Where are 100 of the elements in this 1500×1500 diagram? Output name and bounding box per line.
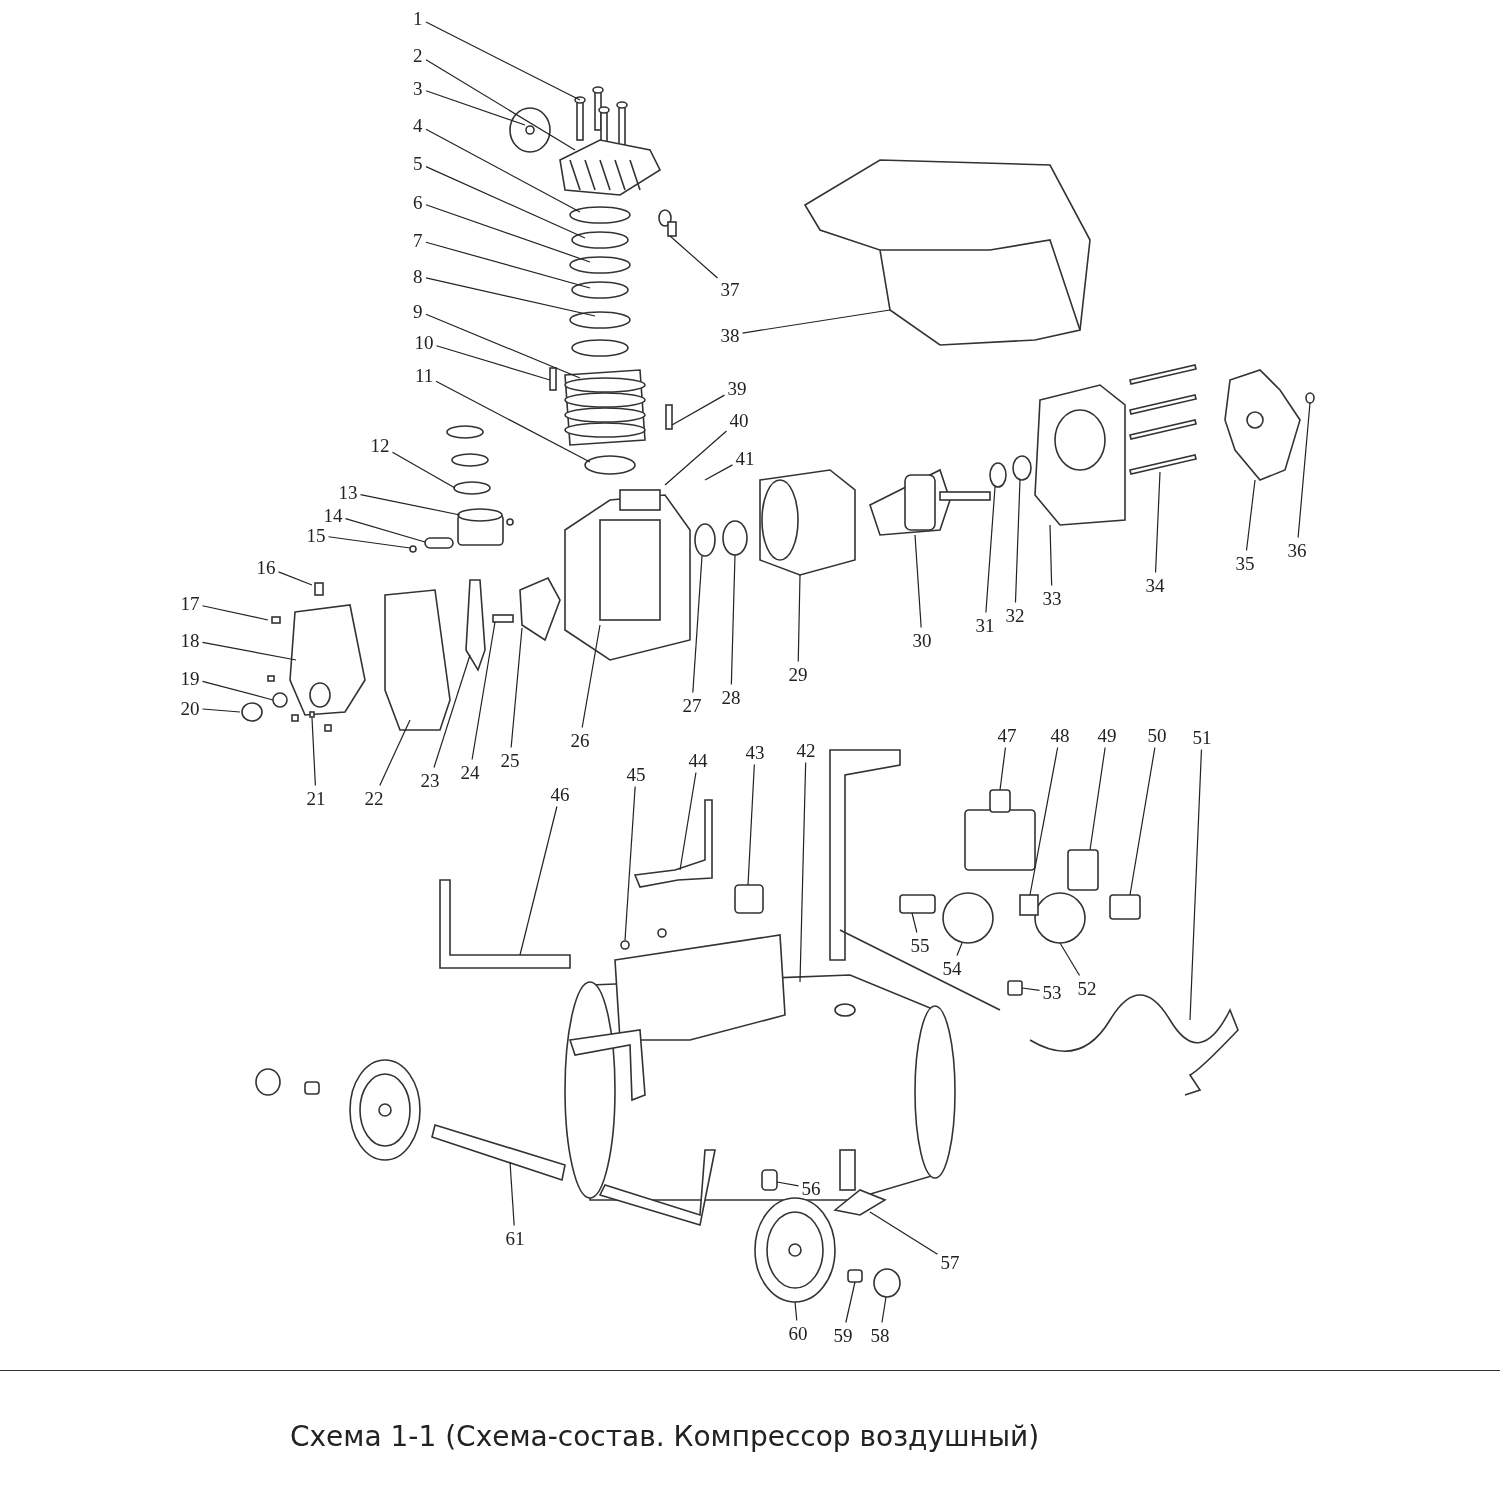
leader-line xyxy=(747,763,755,886)
callout-number: 39 xyxy=(726,377,748,399)
leader-line xyxy=(692,555,703,694)
callout-number: 14 xyxy=(322,504,344,526)
leader-line xyxy=(327,536,411,549)
leader-line xyxy=(311,717,316,787)
leader-line xyxy=(999,746,1006,791)
callout-number: 46 xyxy=(549,783,571,805)
leader-line xyxy=(425,241,591,289)
leader-line xyxy=(425,313,581,379)
leader-line xyxy=(1014,479,1021,604)
leader-line xyxy=(671,394,726,426)
leader-line xyxy=(794,1301,798,1322)
callout-number: 53 xyxy=(1041,981,1063,1003)
callout-number: 11 xyxy=(414,364,435,386)
leader-line xyxy=(201,680,274,701)
callout-number: 15 xyxy=(305,524,327,546)
leader-line xyxy=(519,805,558,956)
callout-number: 25 xyxy=(499,749,521,771)
callout-number: 47 xyxy=(996,724,1018,746)
leader-line xyxy=(985,486,996,614)
callout-number: 34 xyxy=(1144,574,1166,596)
leader-line xyxy=(425,277,596,317)
leader-line xyxy=(679,771,697,871)
callout-number: 9 xyxy=(412,300,424,322)
callout-number: 19 xyxy=(179,667,201,689)
leader-line xyxy=(433,654,471,769)
callout-number: 36 xyxy=(1286,539,1308,561)
callout-number: 48 xyxy=(1049,724,1071,746)
callout-number: 12 xyxy=(369,434,391,456)
leader-line xyxy=(510,627,523,749)
leader-line xyxy=(359,493,461,516)
callout-number: 20 xyxy=(179,697,201,719)
leader-line xyxy=(1297,402,1311,539)
leader-line xyxy=(425,59,576,151)
leader-line xyxy=(1129,746,1156,896)
callout-number: 13 xyxy=(337,481,359,503)
callout-number: 2 xyxy=(412,44,424,66)
callout-number: 5 xyxy=(412,152,424,174)
leader-line xyxy=(911,912,918,934)
leader-line xyxy=(741,309,891,334)
leader-line xyxy=(425,128,581,213)
callout-number: 31 xyxy=(974,614,996,636)
leader-line xyxy=(956,942,963,957)
leader-line xyxy=(201,708,241,713)
callout-number: 3 xyxy=(412,77,424,99)
callout-number: 52 xyxy=(1076,977,1098,999)
leader-line xyxy=(797,574,801,663)
callout-number: 16 xyxy=(255,556,277,578)
callout-number: 28 xyxy=(720,686,742,708)
leader-line xyxy=(435,345,551,381)
callout-number: 26 xyxy=(569,729,591,751)
callout-number: 8 xyxy=(412,265,424,287)
leader-line xyxy=(379,719,411,787)
leader-line xyxy=(1049,524,1053,587)
callout-number: 21 xyxy=(305,787,327,809)
callout-number: 7 xyxy=(412,229,424,251)
callout-number: 43 xyxy=(744,741,766,763)
leader-line xyxy=(776,1181,800,1187)
leader-line xyxy=(1189,748,1203,1021)
callout-number: 51 xyxy=(1191,726,1213,748)
leader-line xyxy=(1245,479,1256,552)
callout-number: 44 xyxy=(687,749,709,771)
leader-line xyxy=(881,1296,887,1324)
leader-line xyxy=(201,641,297,661)
callout-number: 22 xyxy=(363,787,385,809)
leader-line xyxy=(1029,746,1059,896)
leader-line xyxy=(344,518,426,543)
leader-line xyxy=(704,464,734,481)
leader-line xyxy=(730,554,736,686)
callout-number: 56 xyxy=(800,1177,822,1199)
leader-line xyxy=(914,534,922,629)
leader-line xyxy=(509,1161,515,1227)
leader-line xyxy=(1059,942,1081,977)
leader-line xyxy=(1021,987,1041,991)
callout-number: 30 xyxy=(911,629,933,651)
callout-number: 61 xyxy=(504,1227,526,1249)
callout-number: 57 xyxy=(939,1251,961,1273)
callout-number: 42 xyxy=(795,739,817,761)
leader-line xyxy=(799,761,807,983)
leader-line xyxy=(391,451,456,489)
callout-number: 41 xyxy=(734,447,756,469)
callout-number: 58 xyxy=(869,1324,891,1346)
leader-line xyxy=(471,621,496,761)
callout-number: 33 xyxy=(1041,587,1063,609)
leader-line xyxy=(581,624,601,729)
callout-number: 49 xyxy=(1096,724,1118,746)
callout-number: 55 xyxy=(909,934,931,956)
leader-line xyxy=(201,605,269,621)
callout-number: 38 xyxy=(719,324,741,346)
callout-number: 6 xyxy=(412,191,424,213)
callout-number: 23 xyxy=(419,769,441,791)
leader-line xyxy=(435,380,591,463)
leader-line xyxy=(425,204,591,263)
callout-number: 35 xyxy=(1234,552,1256,574)
callout-number: 37 xyxy=(719,278,741,300)
callout-number: 27 xyxy=(681,694,703,716)
callout-number: 17 xyxy=(179,592,201,614)
callout-number: 4 xyxy=(412,114,424,136)
callout-number: 1 xyxy=(412,7,424,29)
